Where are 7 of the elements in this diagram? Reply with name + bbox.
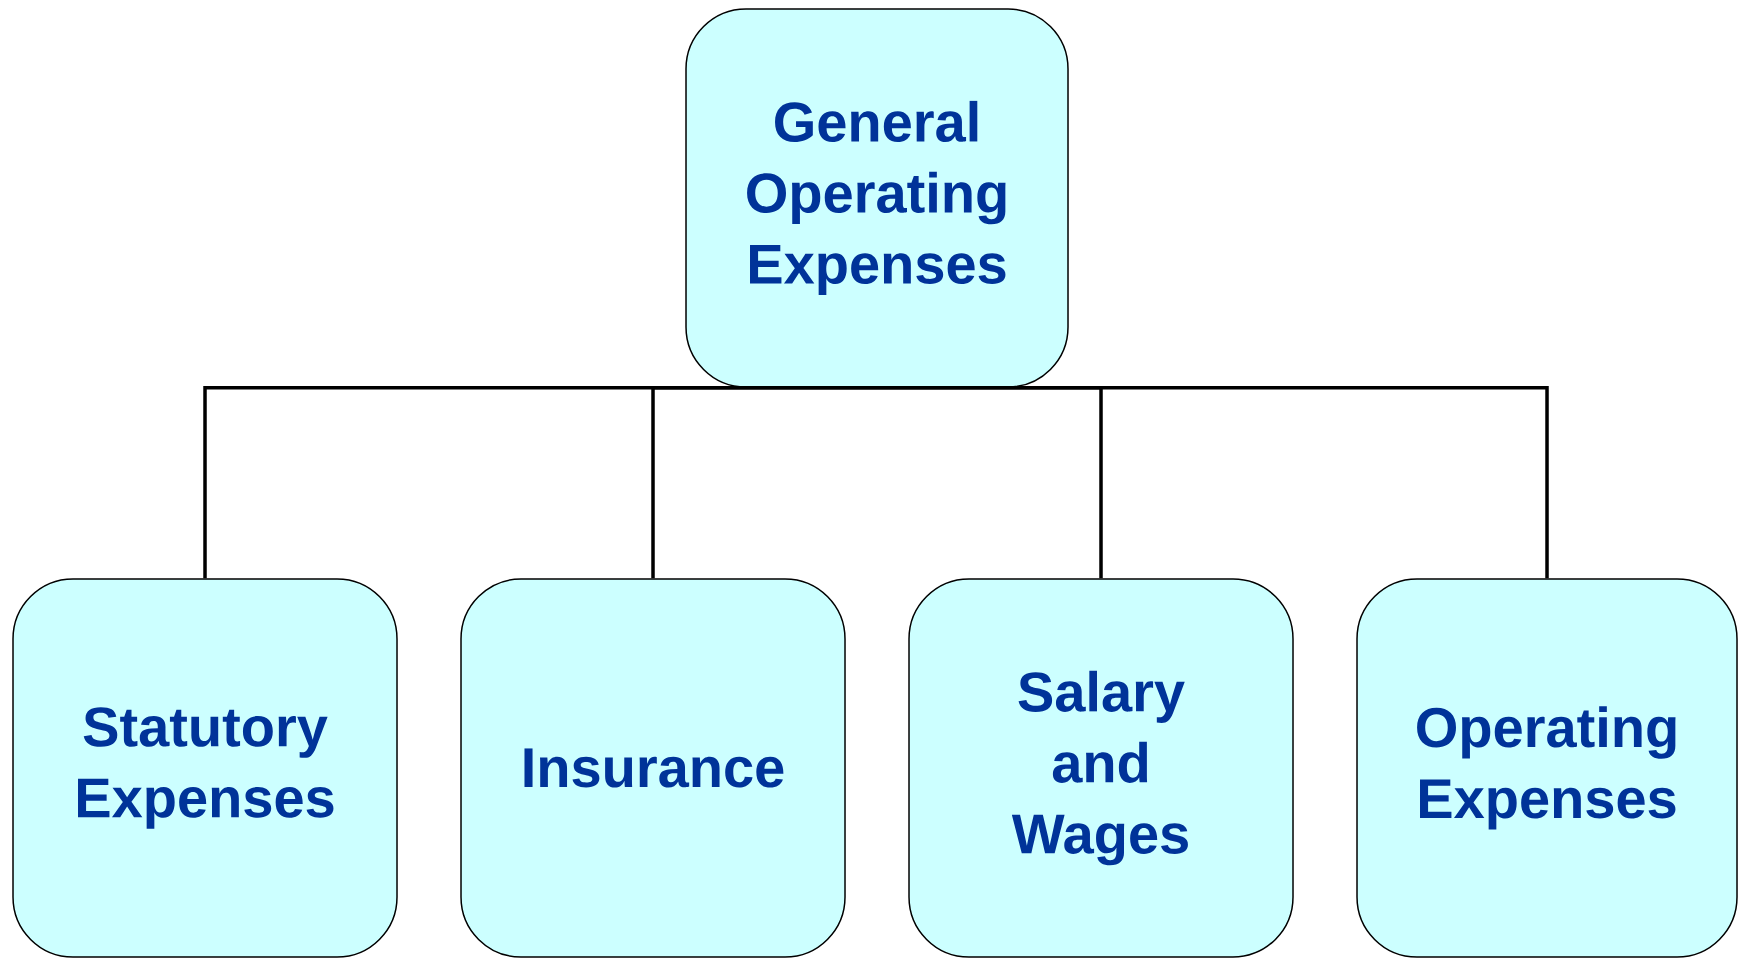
category-box: Insurance <box>460 578 846 958</box>
category-box: Operating Expenses <box>1356 578 1738 958</box>
category-box: Salary and Wages <box>908 578 1294 958</box>
connector-line <box>877 386 1549 579</box>
category-box: Statutory Expenses <box>12 578 398 958</box>
category-box: General Operating Expenses <box>685 8 1069 388</box>
connector-line <box>651 386 877 579</box>
